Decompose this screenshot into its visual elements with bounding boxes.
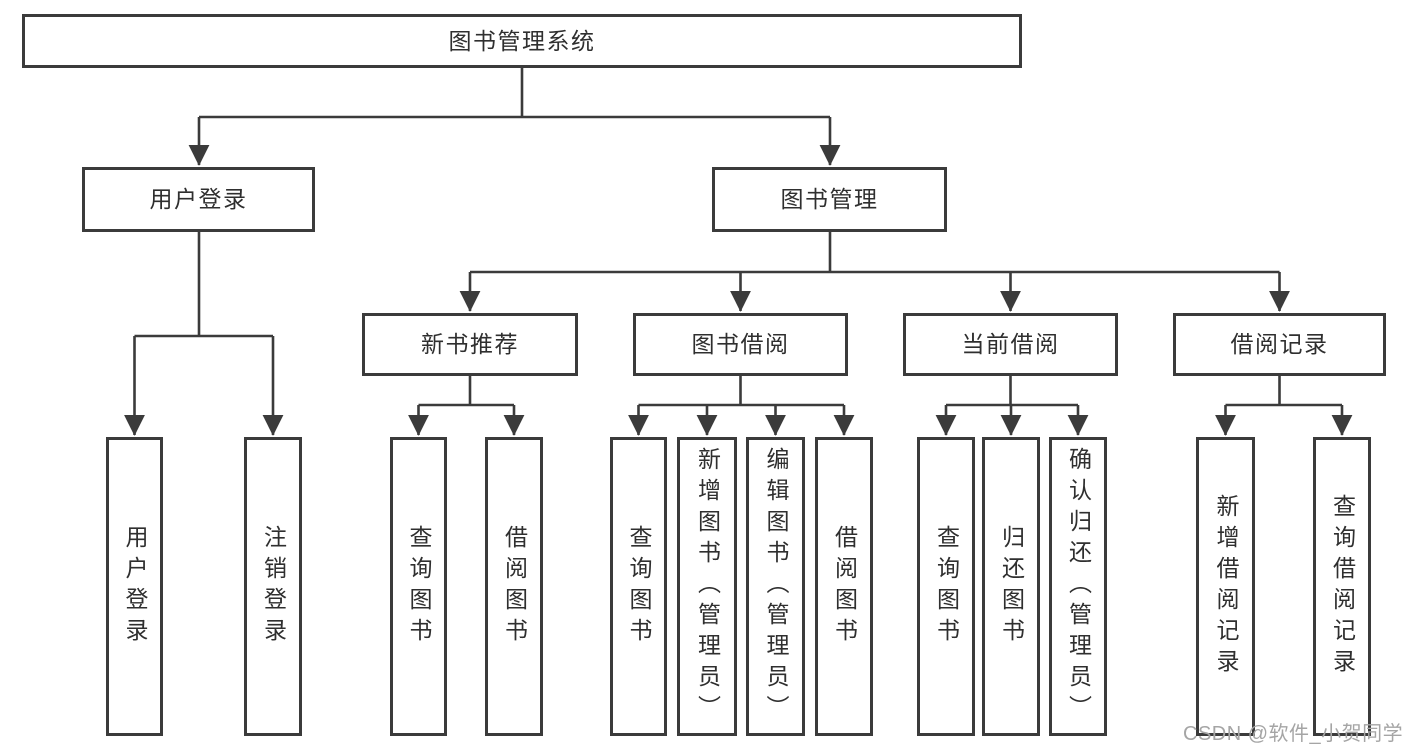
connector-current-borrow-leaves	[935, 376, 1089, 436]
leaf-borrow-books: 借阅图书	[815, 437, 873, 736]
leaf-confirm-return-admin-label: 确认归还（管理员）	[1065, 447, 1092, 726]
node-book-borrow: 图书借阅	[633, 313, 848, 376]
leaf-user-login-label: 用户登录	[122, 524, 148, 649]
leaf-user-login: 用户登录	[106, 437, 163, 736]
leaf-query-books: 查询图书	[917, 437, 975, 736]
node-user-login: 用户登录	[82, 167, 315, 232]
leaf-query-books: 查询图书	[390, 437, 447, 736]
leaf-query-borrow-record: 查询借阅记录	[1313, 437, 1371, 736]
connector-new-book-recommend-leaves	[408, 376, 525, 436]
node-user-login-label: 用户登录	[149, 186, 248, 212]
leaf-edit-books-admin: 编辑图书（管理员）	[746, 437, 805, 736]
node-book-borrow-label: 图书借阅	[691, 331, 790, 357]
leaf-query-books-label: 查询图书	[406, 524, 432, 649]
node-new-book-recommend: 新书推荐	[362, 313, 578, 376]
leaf-borrow-books-label: 借阅图书	[831, 524, 858, 649]
node-book-management: 图书管理	[712, 167, 947, 232]
leaf-logout-label: 注销登录	[260, 524, 287, 649]
csdn-watermark: CSDN @软件_小贺同学	[1183, 723, 1404, 745]
node-current-borrow: 当前借阅	[903, 313, 1118, 376]
node-borrow-records-label: 借阅记录	[1230, 331, 1329, 357]
leaf-borrow-books-label: 借阅图书	[501, 524, 528, 649]
node-book-management-label: 图书管理	[780, 186, 879, 212]
leaf-add-borrow-record-label: 新增借阅记录	[1213, 493, 1239, 680]
node-new-book-recommend-label: 新书推荐	[421, 331, 519, 357]
leaf-borrow-books: 借阅图书	[485, 437, 543, 736]
leaf-edit-books-admin-label: 编辑图书（管理员）	[763, 447, 789, 726]
connector-user-login-branch	[124, 232, 284, 436]
leaf-confirm-return-admin: 确认归还（管理员）	[1049, 437, 1107, 736]
leaf-query-books: 查询图书	[610, 437, 667, 736]
leaf-return-books: 归还图书	[982, 437, 1040, 736]
leaf-query-books-label: 查询图书	[626, 524, 652, 649]
node-library-system-label: 图书管理系统	[448, 27, 596, 54]
leaf-add-borrow-record: 新增借阅记录	[1196, 437, 1255, 736]
leaf-query-books-label: 查询图书	[933, 524, 960, 649]
leaf-add-books-admin-label: 新增图书（管理员）	[694, 447, 721, 726]
leaf-logout: 注销登录	[244, 437, 302, 736]
connector-book-borrow-leaves	[628, 376, 855, 436]
leaf-query-borrow-record-label: 查询借阅记录	[1329, 493, 1356, 680]
connector-borrow-records-leaves	[1215, 376, 1353, 436]
leaf-return-books-label: 归还图书	[998, 524, 1025, 649]
node-borrow-records: 借阅记录	[1173, 313, 1386, 376]
connector-root-to-level2	[188, 68, 841, 166]
node-current-borrow-label: 当前借阅	[961, 331, 1060, 357]
leaf-add-books-admin: 新增图书（管理员）	[677, 437, 737, 736]
node-library-system: 图书管理系统	[22, 14, 1022, 68]
connector-book-management-to-sections	[459, 232, 1290, 312]
